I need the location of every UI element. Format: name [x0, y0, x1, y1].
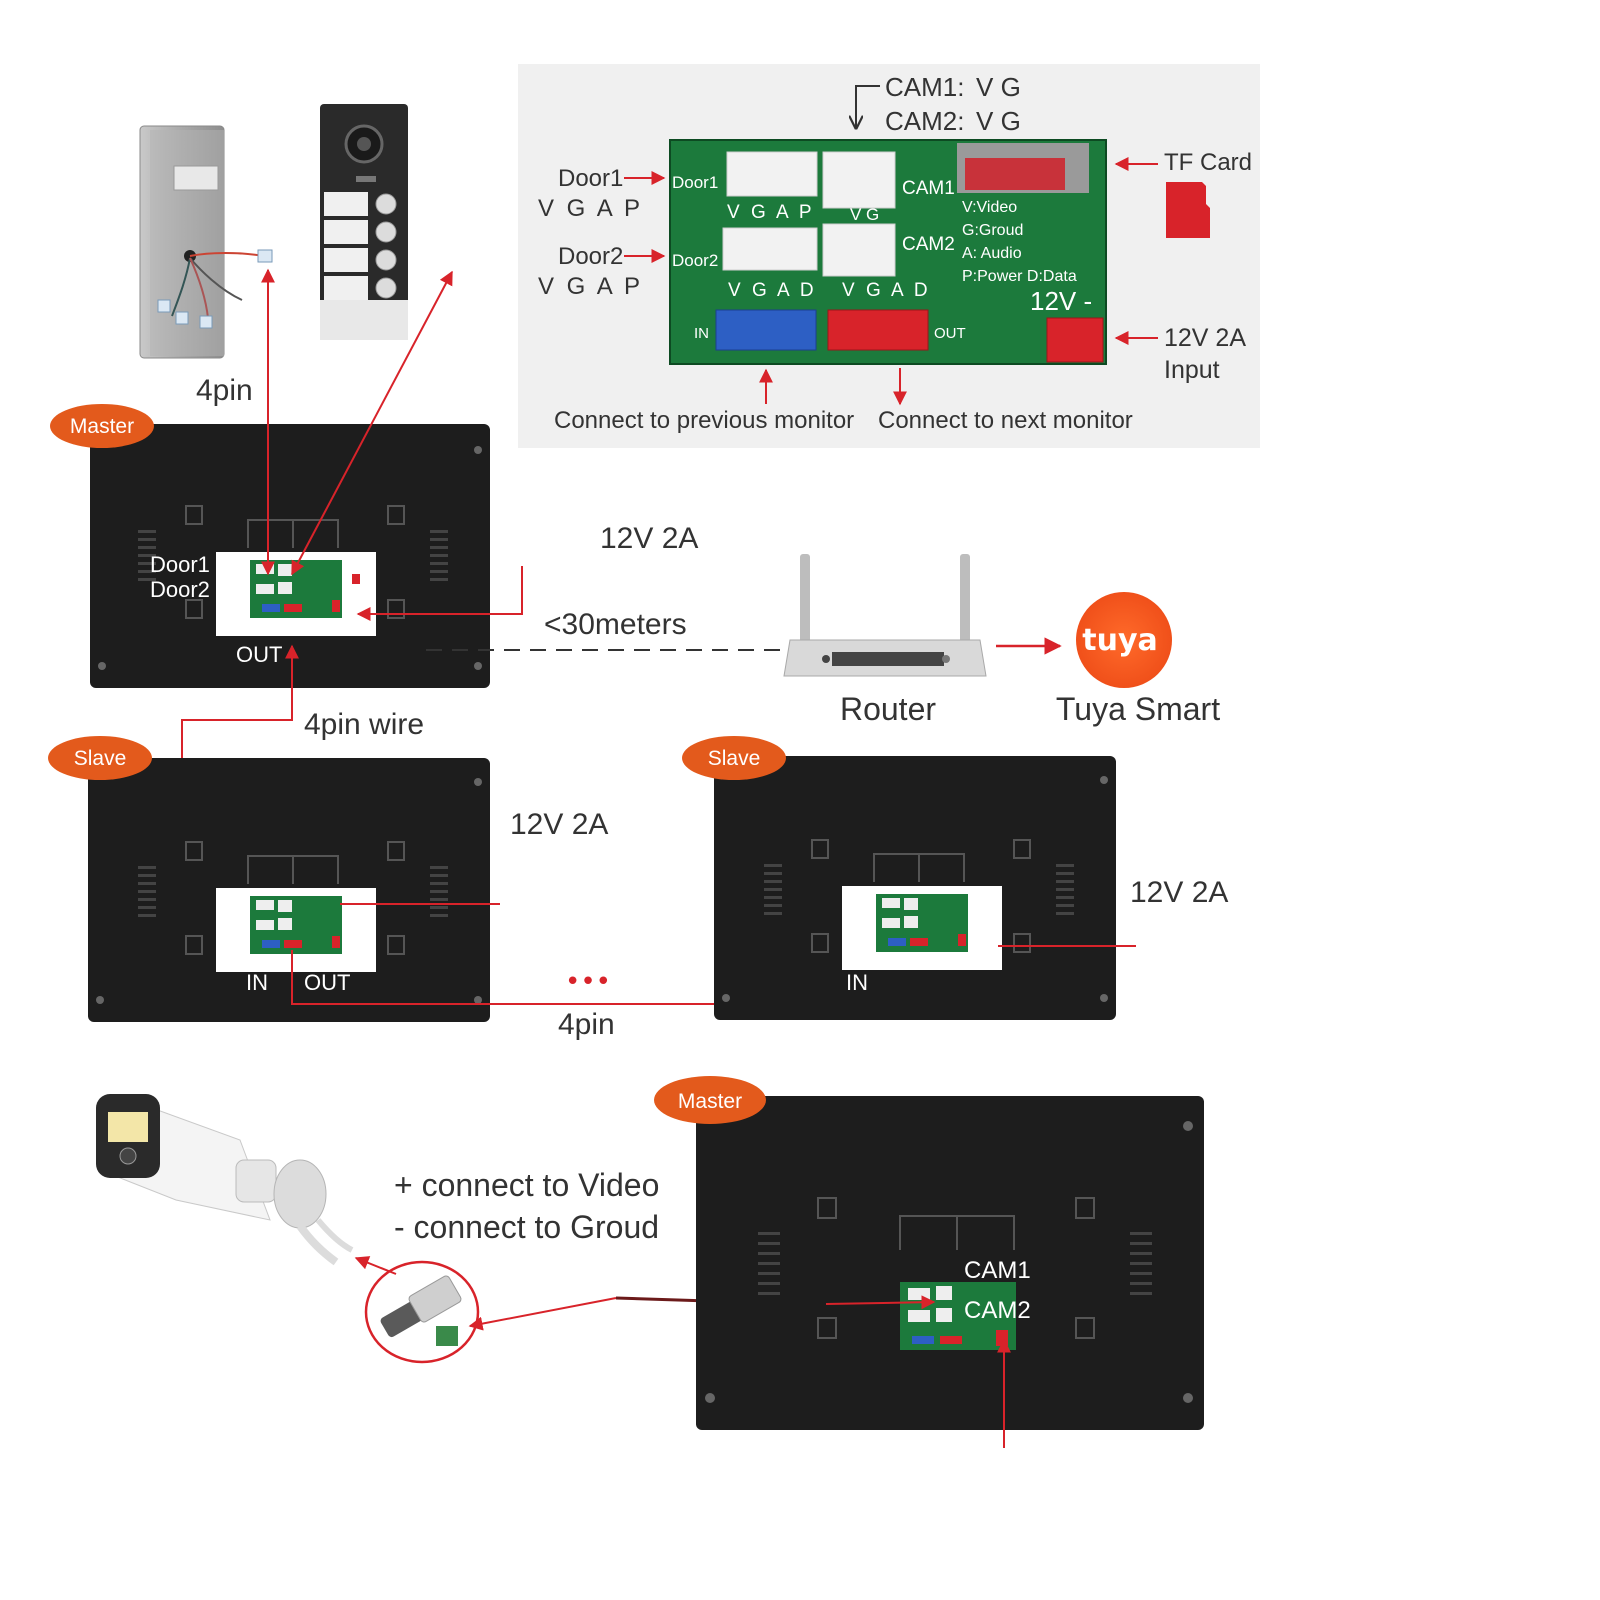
slave-right-badge-label: Slave	[708, 747, 761, 770]
master-door2-label: Door2	[150, 577, 210, 602]
slave-left-in-label: IN	[246, 970, 268, 995]
door1-pins: V G A P	[538, 195, 643, 222]
cam1-pin-label: CAM1:	[885, 72, 964, 102]
slave-right-in-label: IN	[846, 970, 868, 995]
legend-video: V:Video	[962, 199, 1017, 216]
master-out-label: OUT	[236, 642, 282, 667]
four-pin-top-label: 4pin	[196, 374, 253, 407]
tuya-logo-text: tuya	[1082, 623, 1158, 658]
pcb-door1-label: Door1	[672, 173, 718, 192]
cam1-pins: V G	[976, 72, 1021, 102]
cam-input-arrow	[825, 1295, 936, 1310]
cam1-connector	[822, 151, 896, 209]
tf-card-slot-inner	[965, 158, 1065, 190]
multi-button-doorbell-icon	[320, 104, 408, 340]
four-pin-wire-label: 4pin wire	[304, 708, 424, 741]
pcb-cam1-pins: V G	[850, 205, 879, 224]
pcb-out-label: OUT	[934, 325, 966, 342]
slave-left-badge: Slave	[48, 736, 152, 780]
door2-pins: V G A P	[538, 273, 643, 300]
master-power-wire	[356, 566, 523, 621]
in-connector	[715, 309, 817, 351]
power-input-label: 12V 2A	[1164, 324, 1246, 352]
pcb-door2-pins: V G A D	[728, 280, 817, 301]
board-detail-panel: CAM1: V G CAM2: V G Door1 Door2 CAM1 CAM…	[518, 64, 1260, 448]
tf-card-icon	[1166, 182, 1210, 238]
distance-label: <30meters	[544, 608, 687, 641]
connect-video-label: + connect to Video	[394, 1167, 659, 1203]
door1-connector	[726, 151, 818, 197]
slave-monitor-left: IN OUT	[88, 758, 490, 1022]
master-bottom-badge-label: Master	[678, 1090, 742, 1113]
tuya-smart-label: Tuya Smart	[1056, 691, 1220, 727]
door2-wire-arrow	[291, 270, 453, 576]
power-input-label-2: Input	[1164, 356, 1220, 384]
slave-left-badge-label: Slave	[74, 747, 127, 770]
pcb-cam1-label: CAM1	[902, 178, 955, 199]
pcb-cam2-label: CAM2	[902, 234, 955, 255]
pcb-cam2-pins: V G A D	[842, 280, 931, 301]
connect-ground-label: - connect to Groud	[394, 1209, 659, 1245]
door1-label: Door1	[558, 165, 623, 192]
master-power-label: 12V 2A	[600, 522, 698, 555]
cable-to-bnc-arrow	[468, 1297, 617, 1331]
slave-right-power-label: 12V 2A	[1130, 876, 1228, 909]
router-icon	[783, 554, 987, 677]
cam2-pins: V G	[976, 106, 1021, 136]
master-monitor-bottom: CAM1 CAM2	[696, 1096, 1204, 1430]
pcb-door1-pins: V G A P	[727, 202, 815, 223]
bnc-connector-icon	[364, 1260, 480, 1364]
pcb-in-label: IN	[694, 325, 709, 342]
pcb-door2-label: Door2	[672, 251, 718, 270]
pcb-voltage: 12V -	[1030, 286, 1092, 316]
bullet-camera-icon	[96, 1094, 354, 1266]
cam2-pin-label: CAM2:	[885, 106, 964, 136]
legend-audio: A: Audio	[962, 245, 1022, 262]
four-pin-bottom-label: 4pin	[558, 1008, 615, 1041]
tf-card-label: TF Card	[1164, 149, 1252, 176]
doorbell-panel-icon	[139, 125, 273, 359]
master-bottom-body	[696, 1096, 1204, 1430]
master-badge-label: Master	[70, 415, 134, 438]
slave-right-badge: Slave	[682, 736, 786, 780]
slave-left-out-label: OUT	[304, 970, 350, 995]
tuya-logo: tuya	[1076, 592, 1172, 688]
slave-left-power-label: 12V 2A	[510, 808, 608, 841]
master-bottom-cam1-label: CAM1	[964, 1257, 1031, 1284]
pcb-board: Door1 Door2 CAM1 CAM2 V G A P V G V G A …	[669, 139, 1107, 365]
master-bottom-badge: Master	[654, 1076, 766, 1124]
router-label: Router	[840, 691, 936, 727]
door2-connector	[722, 227, 818, 271]
legend-power-data: P:Power D:Data	[962, 268, 1077, 285]
master-bottom-cam2-label: CAM2	[964, 1297, 1031, 1324]
out-connector	[827, 309, 929, 351]
cam-pins-arrow	[856, 85, 880, 128]
master-badge: Master	[50, 404, 154, 448]
cam2-connector	[822, 223, 896, 277]
connect-next-label: Connect to next monitor	[878, 407, 1133, 434]
more-monitors-ellipsis: •••	[565, 967, 611, 997]
slave-monitor-right: IN	[714, 756, 1116, 1020]
connect-previous-label: Connect to previous monitor	[554, 407, 854, 434]
master-monitor: Door1 Door2 OUT	[90, 424, 490, 688]
legend-ground: G:Groud	[962, 222, 1023, 239]
power-connector	[1046, 317, 1104, 363]
master-door1-label: Door1	[150, 552, 210, 577]
door2-label: Door2	[558, 243, 623, 270]
